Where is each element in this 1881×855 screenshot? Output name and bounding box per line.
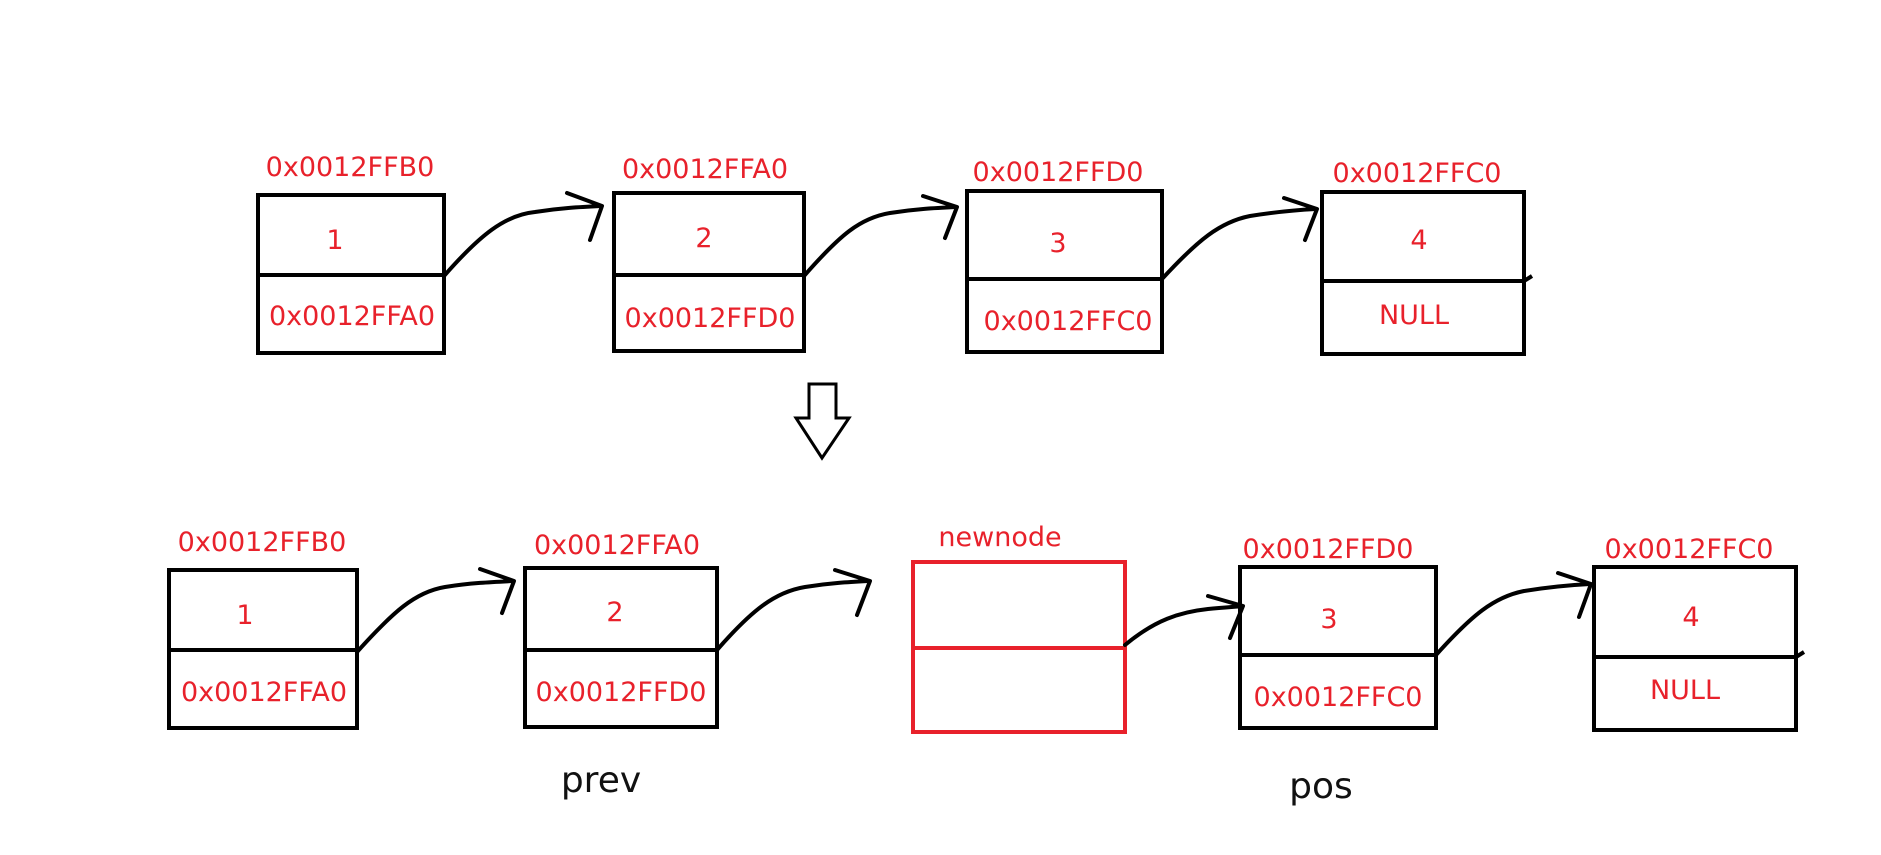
link-arrow-icon <box>442 191 604 278</box>
node-address: 0x0012FFC0 <box>1605 534 1774 565</box>
node-value: 1 <box>326 225 343 256</box>
after-node-1: 0x0012FFB0 1 0x0012FFA0 <box>167 527 359 730</box>
node-address: 0x0012FFB0 <box>178 527 347 558</box>
link-arrow-icon <box>1160 196 1319 281</box>
node-address: 0x0012FFD0 <box>973 157 1144 188</box>
node-next-pointer: 0x0012FFC0 <box>1254 682 1423 713</box>
node-box <box>1592 565 1798 732</box>
node-address: 0x0012FFB0 <box>266 152 435 183</box>
node-address: 0x0012FFA0 <box>534 530 700 561</box>
before-list: 0x0012FFB0 1 0x0012FFA0 0x0012FFA0 2 0x0… <box>256 152 1534 356</box>
after-node-2: 0x0012FFA0 2 0x0012FFD0 <box>523 530 719 729</box>
before-node-4: 0x0012FFC0 4 NULL <box>1320 158 1534 356</box>
node-value: 2 <box>695 223 712 254</box>
node-box <box>1238 565 1438 730</box>
node-box <box>1320 190 1526 356</box>
node-next-pointer: 0x0012FFA0 <box>181 677 347 708</box>
prev-label: prev <box>561 760 641 801</box>
before-node-1: 0x0012FFB0 1 0x0012FFA0 <box>256 152 446 355</box>
after-node-4: 0x0012FFC0 4 NULL <box>1592 534 1806 732</box>
link-arrow-icon <box>355 567 516 654</box>
new-node-label: newnode <box>938 522 1061 553</box>
node-address: 0x0012FFD0 <box>1243 534 1414 565</box>
node-next-pointer: NULL <box>1650 675 1720 706</box>
before-node-3: 0x0012FFD0 3 0x0012FFC0 <box>965 157 1164 354</box>
link-arrow-icon <box>1123 594 1245 647</box>
node-value: 4 <box>1410 225 1427 256</box>
node-value: 1 <box>236 600 253 631</box>
pos-label: pos <box>1289 766 1353 807</box>
node-value: 3 <box>1049 228 1066 259</box>
node-next-pointer: NULL <box>1379 300 1449 331</box>
node-value: 4 <box>1682 602 1699 633</box>
link-arrow-icon <box>802 194 959 278</box>
before-node-2: 0x0012FFA0 2 0x0012FFD0 <box>612 154 806 353</box>
node-box <box>965 189 1164 354</box>
after-list: 0x0012FFB0 1 0x0012FFA0 0x0012FFA0 2 0x0… <box>167 522 1806 807</box>
node-address: 0x0012FFA0 <box>622 154 788 185</box>
link-arrow-icon <box>715 568 872 652</box>
node-next-pointer: 0x0012FFD0 <box>536 677 707 708</box>
new-node: newnode <box>911 522 1127 734</box>
node-next-pointer: 0x0012FFC0 <box>984 306 1153 337</box>
node-address: 0x0012FFC0 <box>1333 158 1502 189</box>
link-arrow-icon <box>1434 571 1593 657</box>
node-edge-mark <box>1522 274 1534 283</box>
node-edge-mark <box>1794 650 1806 659</box>
node-next-pointer: 0x0012FFD0 <box>625 303 796 334</box>
node-next-pointer: 0x0012FFA0 <box>269 301 435 332</box>
node-value: 3 <box>1320 604 1337 635</box>
after-node-3: 0x0012FFD0 3 0x0012FFC0 <box>1238 534 1438 730</box>
down-arrow-icon <box>793 382 852 461</box>
node-value: 2 <box>606 597 623 628</box>
node-box <box>612 191 806 353</box>
